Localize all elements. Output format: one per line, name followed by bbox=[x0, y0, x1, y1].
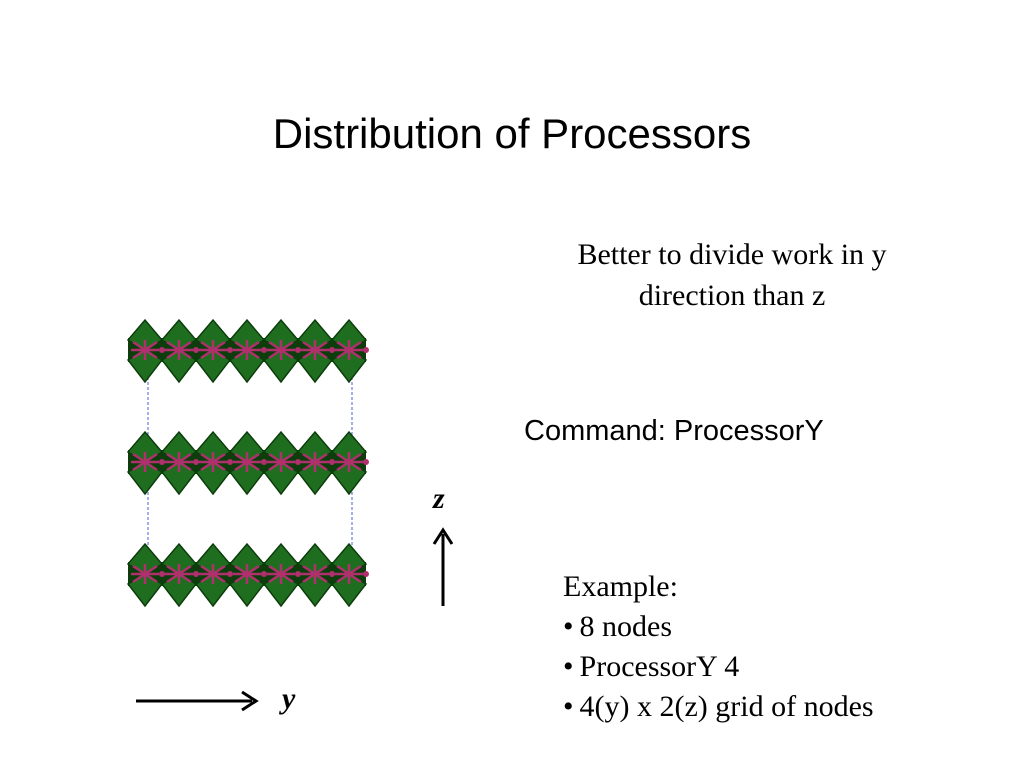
crystal-structure-image bbox=[126, 318, 369, 608]
atom-dot bbox=[329, 571, 335, 577]
structure-layers bbox=[126, 318, 369, 608]
unit-cell-edges bbox=[147, 352, 353, 580]
atom-dot bbox=[159, 347, 165, 353]
example-block: Example: •8 nodes •ProcessorY 4 •4(y) x … bbox=[563, 567, 874, 727]
atom-dot bbox=[193, 347, 199, 353]
slide-title: Distribution of Processors bbox=[272, 110, 752, 157]
atom-dot bbox=[227, 571, 233, 577]
atom-dot bbox=[193, 571, 199, 577]
command-text: Command: ProcessorY bbox=[524, 415, 824, 447]
note-text: Better to divide work in y direction tha… bbox=[520, 234, 944, 316]
structure-layer bbox=[126, 430, 369, 496]
atom-dot bbox=[363, 571, 369, 577]
atom-dot bbox=[295, 571, 301, 577]
example-list: •8 nodes •ProcessorY 4 •4(y) x 2(z) grid… bbox=[563, 607, 874, 727]
atom-dot bbox=[329, 347, 335, 353]
example-item-text: ProcessorY 4 bbox=[579, 650, 740, 683]
atom-dot bbox=[227, 347, 233, 353]
atom-dot bbox=[363, 347, 369, 353]
bullet-glyph: • bbox=[563, 610, 574, 643]
atom-dot bbox=[227, 459, 233, 465]
example-item: •ProcessorY 4 bbox=[563, 647, 874, 687]
atom-dot bbox=[261, 571, 267, 577]
atom-dot bbox=[159, 459, 165, 465]
example-item: •8 nodes bbox=[563, 607, 874, 647]
atom-dot bbox=[261, 459, 267, 465]
atom-dot bbox=[159, 571, 165, 577]
example-item-text: 8 nodes bbox=[579, 610, 673, 643]
atom-dot bbox=[295, 347, 301, 353]
y-axis-label: y bbox=[282, 682, 296, 715]
atom-dot bbox=[261, 347, 267, 353]
structure-layer bbox=[126, 542, 369, 608]
y-axis-arrow-icon bbox=[136, 690, 259, 712]
note-line-1: Better to divide work in y bbox=[577, 238, 887, 271]
atom-dot bbox=[193, 459, 199, 465]
bullet-glyph: • bbox=[563, 650, 574, 683]
z-axis-label: z bbox=[433, 482, 445, 515]
example-item-text: 4(y) x 2(z) grid of nodes bbox=[579, 690, 874, 723]
example-heading: Example: bbox=[563, 570, 678, 603]
atom-dot bbox=[295, 459, 301, 465]
note-line-2: direction than z bbox=[638, 279, 826, 312]
atom-dot bbox=[363, 459, 369, 465]
structure-layer bbox=[126, 318, 369, 384]
z-axis-arrow-icon bbox=[432, 527, 454, 606]
bullet-glyph: • bbox=[563, 690, 574, 723]
atom-dot bbox=[329, 459, 335, 465]
example-item: •4(y) x 2(z) grid of nodes bbox=[563, 687, 874, 727]
